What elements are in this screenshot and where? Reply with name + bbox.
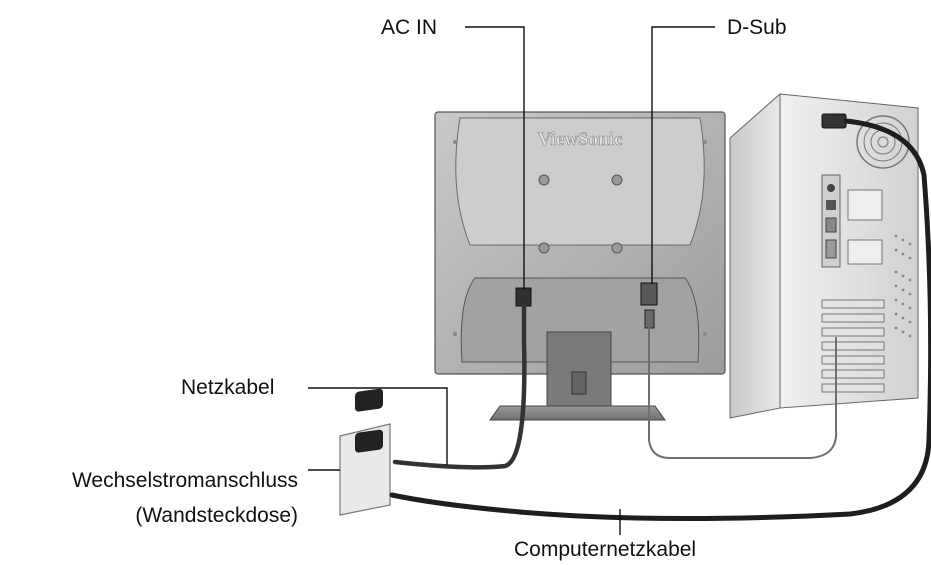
wechselstromanschluss-label: Wechselstromanschluss — [71, 469, 298, 492]
callout-netzkabel — [308, 387, 448, 465]
stand-neck — [546, 331, 612, 411]
expansion-slots — [821, 299, 885, 393]
stand-base — [489, 405, 666, 421]
callout-lines — [308, 26, 715, 535]
mount-holes — [453, 140, 707, 336]
wandsteckdose-label: (Wandsteckdose) — [135, 504, 298, 527]
tower-power-socket — [821, 113, 847, 129]
vent-holes — [894, 234, 912, 338]
callout-d-sub — [651, 26, 715, 284]
monitor-power-cable — [392, 303, 527, 470]
computer-tower — [729, 92, 919, 419]
d-sub-cable — [648, 327, 838, 459]
outlet-plug-lower — [355, 429, 383, 453]
computernetzkabel-label: Computernetzkabel — [514, 538, 697, 561]
drive-bay-1 — [847, 189, 883, 221]
vesa-screws — [538, 174, 623, 254]
monitor: ViewSonic — [434, 111, 726, 421]
monitor-brand-logo: ViewSonic — [538, 129, 623, 150]
d-sub-label: D-Sub — [727, 16, 787, 39]
outlet-plug-upper — [355, 388, 383, 412]
monitor-rear-hump — [455, 117, 705, 246]
callout-ac-in — [465, 26, 525, 290]
wall-outlet — [339, 388, 391, 516]
tower-side-panel — [729, 92, 781, 419]
drive-bay-2 — [847, 239, 883, 265]
cables — [389, 118, 931, 522]
d-sub-port — [640, 282, 658, 306]
netzkabel-label: Netzkabel — [181, 376, 275, 399]
d-sub-plug — [644, 309, 655, 329]
cable-clip — [571, 371, 587, 395]
computer-power-cable — [389, 118, 931, 522]
ac-in-port — [515, 287, 532, 307]
ac-in-label: AC IN — [381, 16, 438, 39]
